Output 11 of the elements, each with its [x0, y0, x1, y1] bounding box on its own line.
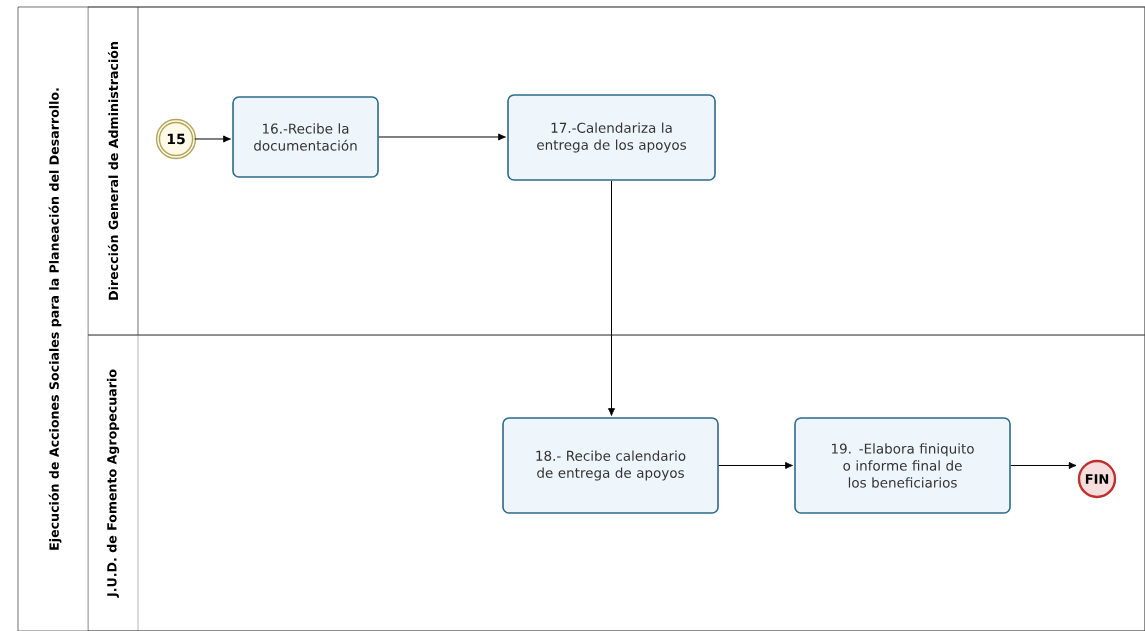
arrow	[1010, 461, 1077, 470]
arrow	[378, 133, 506, 141]
arrow	[194, 135, 231, 143]
task-box: 16.-Recibe la documentación	[232, 96, 379, 178]
arrow	[607, 180, 616, 416]
start-event: 15	[155, 118, 197, 160]
task-box: 18.- Recibe calendario de entrega de apoyos	[502, 417, 719, 514]
end-event: FIN	[1077, 459, 1117, 499]
task-box: 19. -Elabora finiquito o informe final de los beneficiarios	[794, 417, 1011, 514]
arrow	[718, 461, 793, 470]
task-box: 17.-Calendariza la entrega de los apoyos	[507, 94, 716, 181]
